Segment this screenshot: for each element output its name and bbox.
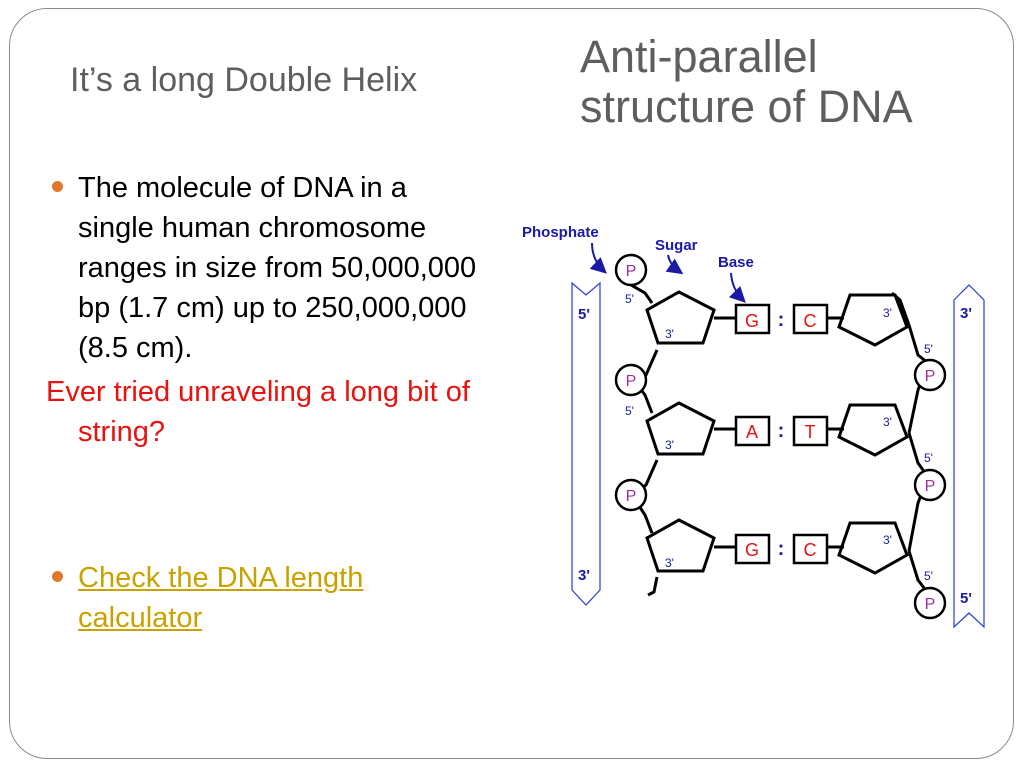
pair-separator: : — [778, 309, 785, 331]
phosphate-letter: P — [925, 368, 936, 385]
base-arrow-icon — [728, 272, 746, 303]
carbon-3-label: 3' — [883, 533, 892, 547]
sugar-pentagon-icon — [645, 518, 716, 573]
carbon-5-label: 5' — [625, 292, 634, 306]
left-strand-top-label: 5' — [578, 306, 590, 323]
base-pair-3-right: C — [804, 540, 817, 560]
question-text: Ever tried unraveling a long bit of stri… — [46, 376, 470, 448]
phosphate-arrow-icon — [589, 242, 607, 274]
phosphate-circle-icon — [913, 586, 947, 620]
phosphate-letter: P — [626, 488, 637, 505]
right-strand-top-label: 3' — [960, 305, 972, 322]
carbon-5-label: 5' — [924, 451, 933, 465]
pair-separator: : — [778, 538, 785, 560]
base-pair-2-left: A — [746, 422, 758, 442]
sugar-pentagon-icon — [645, 290, 716, 345]
dna-antiparallel-diagram: Phosphate Sugar Base 5' 3' 3' 5' G : C A — [522, 224, 985, 629]
carbon-3-label: 3' — [883, 415, 892, 429]
phosphate-letter: P — [626, 263, 637, 280]
dna-length-calculator-link[interactable]: Check the DNA length calculator — [78, 562, 364, 634]
phosphate-letter: P — [925, 596, 936, 613]
bullet-item: The molecule of DNA in a single human ch… — [46, 168, 486, 368]
phosphate-circle-icon — [913, 468, 947, 502]
phosphate-letter: P — [925, 478, 936, 495]
base-pair-1-left: G — [745, 311, 759, 331]
slide-title-left: It’s a long Double Helix — [70, 61, 418, 99]
slide-body: The molecule of DNA in a single human ch… — [46, 168, 486, 638]
right-strand-bottom-label: 5' — [960, 590, 972, 607]
bullet-dot-icon — [52, 181, 63, 192]
carbon-3-label: 3' — [665, 327, 674, 341]
base-pair-1-right: C — [804, 311, 817, 331]
left-strand-bottom-label: 3' — [578, 567, 590, 584]
sugar-pentagon-icon — [837, 521, 909, 575]
bullet-item-link: Check the DNA length calculator — [46, 558, 486, 638]
carbon-5-label: 5' — [625, 404, 634, 418]
phosphate-circle-icon — [614, 363, 648, 397]
phosphate-letter: P — [626, 373, 637, 390]
carbon-3-label: 3' — [665, 556, 674, 570]
slide-title-right: Anti-parallel structure of DNA — [580, 31, 913, 132]
right-strand-arrow-icon — [953, 284, 985, 629]
bullet-text: The molecule of DNA in a single human ch… — [78, 172, 477, 364]
sugar-pentagon-icon — [645, 401, 716, 456]
sugar-label: Sugar — [655, 237, 698, 254]
base-label: Base — [718, 254, 754, 271]
left-strand-arrow-icon — [571, 281, 601, 606]
phosphate-circle-icon — [913, 358, 947, 392]
pair-separator: : — [778, 420, 785, 442]
phosphate-circle-icon — [614, 253, 648, 287]
carbon-5-label: 5' — [924, 342, 933, 356]
bullet-dot-icon — [52, 571, 63, 582]
sugar-pentagon-icon — [837, 403, 909, 457]
phosphate-label: Phosphate — [522, 224, 599, 241]
carbon-5-label: 5' — [924, 569, 933, 583]
slide-frame — [9, 8, 1014, 759]
sugar-pentagon-icon — [837, 293, 909, 347]
carbon-3-label: 3' — [665, 438, 674, 452]
carbon-3-label: 3' — [883, 306, 892, 320]
sugar-arrow-icon — [665, 254, 684, 275]
base-pair-3-left: G — [745, 540, 759, 560]
base-pair-2-right: T — [805, 422, 816, 442]
phosphate-circle-icon — [614, 478, 648, 512]
